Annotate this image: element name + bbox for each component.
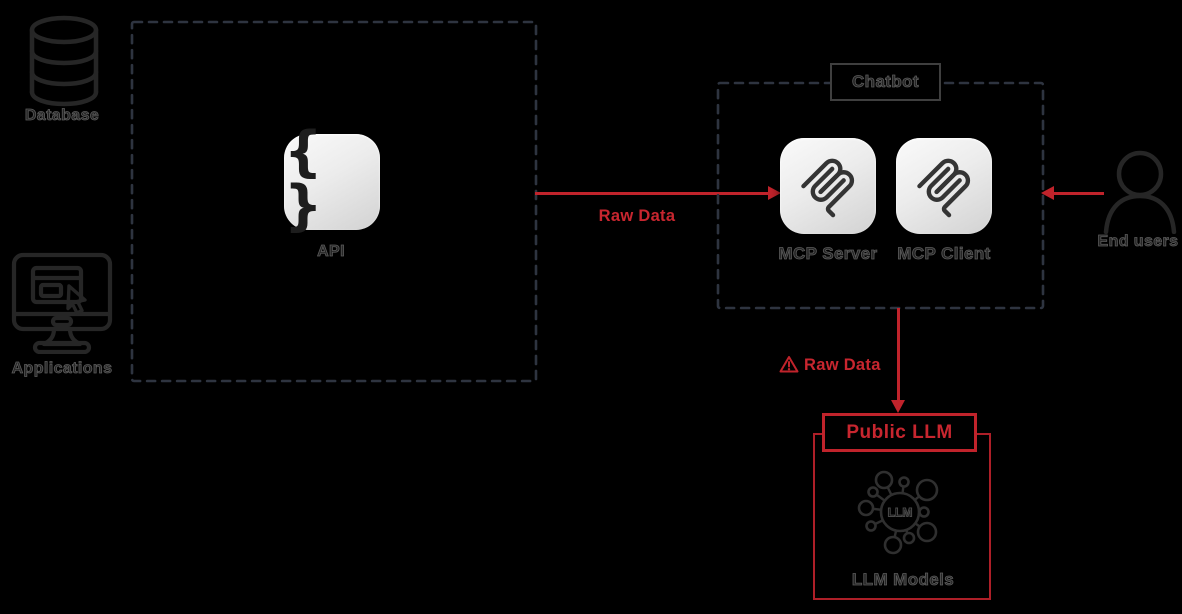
- arrowhead-right-icon: [768, 186, 781, 200]
- applications-label: Applications: [11, 360, 113, 378]
- api-container-box: [130, 20, 538, 383]
- llm-models-label: LLM Models: [851, 570, 955, 590]
- edge-endusers-to-chatbot: [1052, 192, 1104, 195]
- database-icon: [26, 14, 102, 108]
- llm-hub-text: LLM: [888, 506, 913, 520]
- mcp-client-label: MCP Client: [897, 244, 991, 264]
- edge-chatbot-to-llm: [897, 308, 900, 401]
- chatbot-title-box: Chatbot: [830, 63, 941, 101]
- raw-data-warning-label: Raw Data: [804, 356, 881, 374]
- end-users-label: End users: [1097, 233, 1179, 251]
- applications-icon: [10, 252, 114, 354]
- arrowhead-down-icon: [891, 400, 905, 413]
- raw-data-edge-label: Raw Data: [598, 207, 676, 225]
- database-label: Database: [24, 107, 100, 125]
- warning-icon: [779, 355, 799, 374]
- mcp-server-icon: [780, 138, 876, 234]
- api-label: API: [317, 243, 345, 261]
- edge-api-to-chatbot: [535, 192, 769, 195]
- public-llm-title-box: Public LLM: [822, 413, 977, 452]
- api-braces-glyph: { }: [284, 120, 328, 237]
- end-users-icon: [1101, 150, 1177, 234]
- llm-models-icon: LLM: [857, 470, 943, 556]
- api-icon: { }: [284, 125, 380, 233]
- chatbot-container-box: [716, 81, 1045, 310]
- chatbot-title: Chatbot: [851, 72, 919, 92]
- arrowhead-left-icon: [1041, 186, 1054, 200]
- mcp-client-icon: [896, 138, 992, 234]
- public-llm-title: Public LLM: [846, 421, 953, 443]
- mcp-server-label: MCP Server: [778, 244, 878, 264]
